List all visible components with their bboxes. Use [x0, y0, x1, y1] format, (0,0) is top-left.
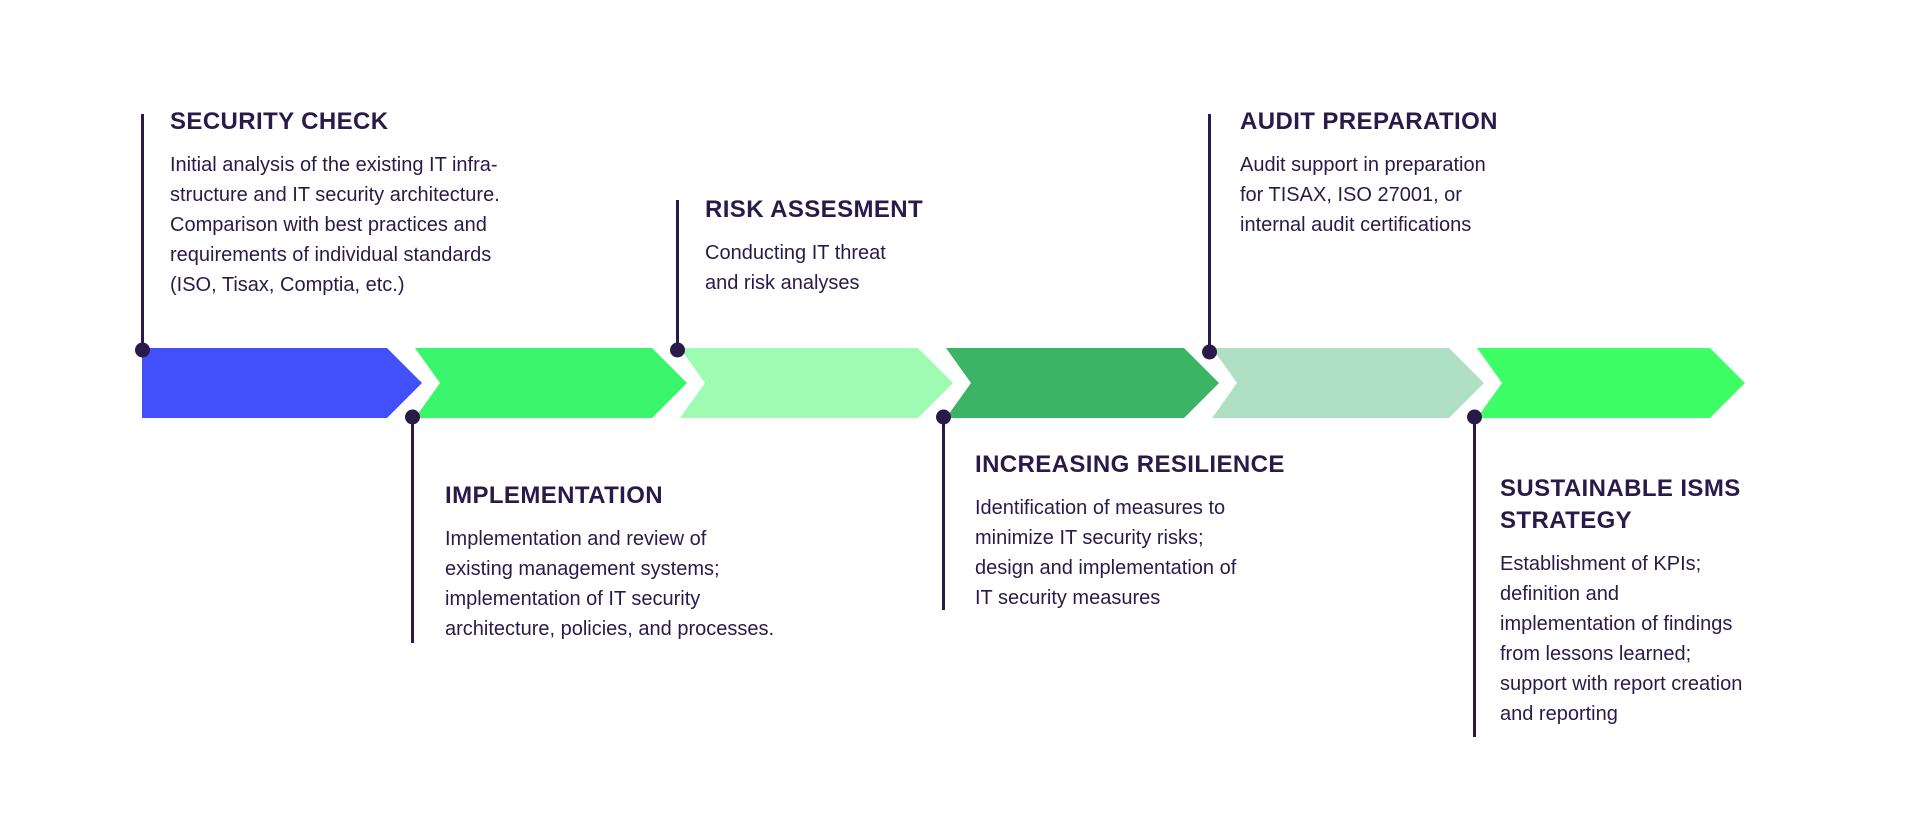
- step-description: Conducting IT threat and risk analyses: [705, 242, 886, 294]
- step-title: INCREASING RESILIENCE: [975, 451, 1285, 478]
- connector-dot-1: [135, 342, 150, 358]
- step-description: Implementation and review of existing ma…: [445, 528, 775, 640]
- step-description: Identification of measures to minimize I…: [975, 497, 1237, 609]
- step-label-sustainable-isms-strategy: SUSTAINABLE ISMS STRATEGY Establishment …: [1500, 473, 1860, 729]
- step-title: SUSTAINABLE ISMS STRATEGY: [1500, 475, 1741, 534]
- connector-dot-6: [1467, 409, 1482, 425]
- step-label-risk-assesment: RISK ASSESMENT Conducting IT threat and …: [705, 194, 1035, 298]
- step-title: SECURITY CHECK: [170, 108, 389, 135]
- step-title: AUDIT PREPARATION: [1240, 108, 1498, 135]
- connector-dot-3: [670, 342, 685, 358]
- step-description: Initial analysis of the existing IT infr…: [170, 154, 500, 296]
- arrow-segment-6: [1477, 348, 1745, 418]
- step-label-security-check: SECURITY CHECK Initial analysis of the e…: [170, 106, 600, 300]
- arrow-segment-4: [946, 348, 1219, 418]
- step-description: Establishment of KPIs; definition and im…: [1500, 553, 1743, 725]
- arrow-segment-3: [680, 348, 953, 418]
- step-label-implementation: IMPLEMENTATION Implementation and review…: [445, 480, 865, 644]
- step-label-audit-preparation: AUDIT PREPARATION Audit support in prepa…: [1240, 106, 1600, 240]
- arrow-segment-1: [142, 348, 422, 418]
- step-title: RISK ASSESMENT: [705, 196, 924, 223]
- arrow-segment-5: [1212, 348, 1484, 418]
- connector-dot-4: [936, 409, 951, 425]
- arrow-segment-2: [415, 348, 687, 418]
- connector-dot-5: [1202, 344, 1217, 360]
- step-label-increasing-resilience: INCREASING RESILIENCE Identification of …: [975, 449, 1355, 613]
- step-description: Audit support in preparation for TISAX, …: [1240, 154, 1486, 236]
- step-title: IMPLEMENTATION: [445, 482, 664, 509]
- connector-dot-2: [405, 409, 420, 425]
